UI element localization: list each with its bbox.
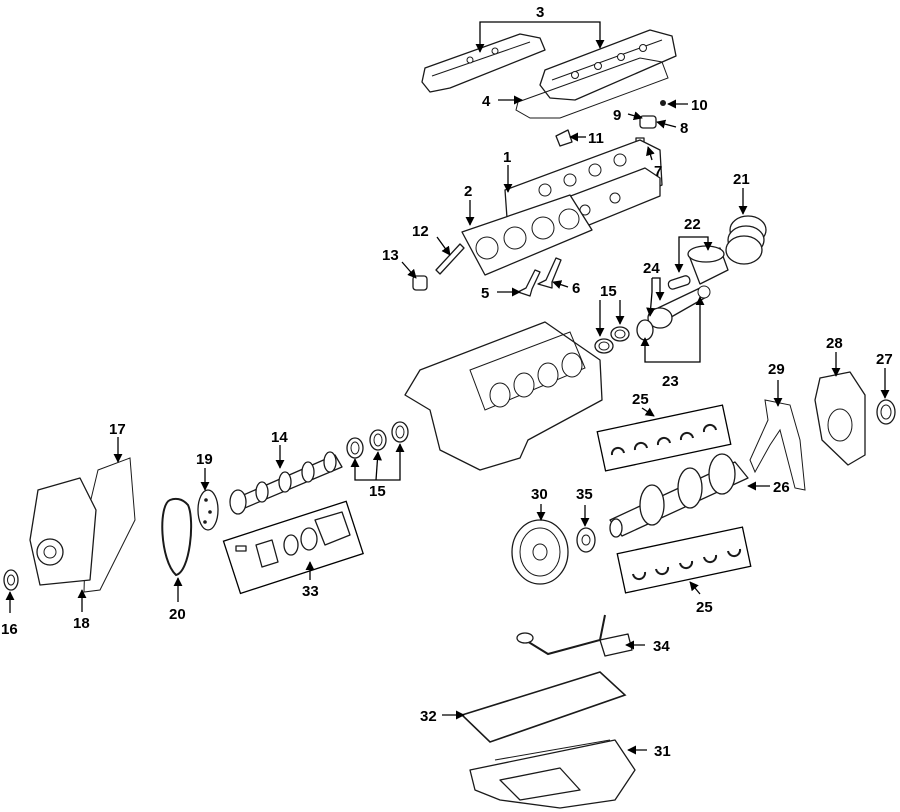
callout-14: 14 — [271, 429, 288, 446]
callout-9: 9 — [613, 107, 621, 124]
callout-13: 13 — [382, 247, 399, 264]
callout-33: 33 — [302, 583, 319, 600]
crank-sprocket — [576, 527, 596, 553]
valve-cover-gasket — [515, 57, 669, 119]
callout-8: 8 — [680, 120, 688, 137]
connecting-rod — [647, 285, 711, 329]
callout-5: 5 — [481, 285, 489, 302]
callout-35: 35 — [576, 486, 593, 503]
callout-3: 3 — [536, 4, 544, 21]
callout-15-lower: 15 — [369, 483, 386, 500]
rear-cover-gasket — [749, 399, 806, 491]
callout-4: 4 — [482, 93, 491, 110]
callout-27: 27 — [876, 351, 893, 368]
sensor-11 — [555, 129, 573, 147]
callout-25-lower: 25 — [696, 599, 713, 616]
callout-11: 11 — [588, 130, 604, 147]
valve-exhaust — [537, 257, 562, 289]
oil-pan — [469, 739, 636, 809]
leader-lines — [5, 21, 890, 755]
head-bolt — [435, 243, 465, 275]
harmonic-balancer — [511, 519, 569, 585]
crankshaft — [609, 453, 749, 538]
valve-cover-right — [539, 29, 677, 101]
callout-29: 29 — [768, 361, 785, 378]
valve-intake — [517, 269, 541, 297]
oil-pan-gasket — [460, 671, 627, 743]
callout-10: 10 — [691, 97, 708, 114]
rod-bearing — [636, 319, 654, 341]
rear-cover — [814, 371, 866, 466]
main-bearings-lower — [632, 548, 742, 581]
callout-30: 30 — [531, 486, 548, 503]
callout-1: 1 — [503, 149, 511, 166]
oil-pickup — [516, 614, 633, 657]
engine-block — [404, 321, 603, 471]
callout-22: 22 — [684, 216, 701, 233]
head-gasket — [461, 194, 593, 276]
rear-seal — [876, 399, 896, 425]
timing-cover — [29, 477, 97, 586]
callout-15-upper: 15 — [600, 283, 617, 300]
cam-bearing-lower — [346, 421, 409, 459]
callout-labels: 3 4 1 2 12 13 5 6 7 8 9 10 11 21 22 24 1… — [1, 4, 893, 760]
callout-12: 12 — [412, 223, 429, 240]
piston-pin — [667, 275, 691, 290]
camshaft — [229, 451, 343, 515]
callout-31: 31 — [654, 743, 671, 760]
callout-26: 26 — [773, 479, 790, 496]
kit-parts-33 — [235, 511, 351, 568]
piston-rings — [725, 215, 767, 265]
callout-34: 34 — [653, 638, 670, 655]
piston — [687, 245, 729, 285]
callout-19: 19 — [196, 451, 213, 468]
callout-6: 6 — [572, 280, 580, 297]
dowel-plug — [412, 275, 428, 291]
callout-18: 18 — [73, 615, 90, 632]
callout-32: 32 — [420, 708, 437, 725]
callout-2: 2 — [464, 183, 472, 200]
valve-cover-left — [421, 33, 546, 93]
callout-17: 17 — [109, 421, 126, 438]
timing-chain — [161, 497, 193, 577]
front-seal — [3, 569, 19, 591]
callout-16: 16 — [1, 621, 18, 638]
callout-7: 7 — [654, 163, 662, 180]
callout-20: 20 — [169, 606, 186, 623]
cam-sprocket — [197, 489, 219, 531]
callout-21: 21 — [733, 171, 750, 188]
callout-25-upper: 25 — [632, 391, 649, 408]
callout-23: 23 — [662, 373, 679, 390]
main-bearings-upper — [610, 423, 717, 456]
callout-28: 28 — [826, 335, 843, 352]
bearing-box-lower — [616, 526, 752, 594]
cam-bearing-upper — [594, 326, 630, 354]
callout-24: 24 — [643, 260, 660, 277]
